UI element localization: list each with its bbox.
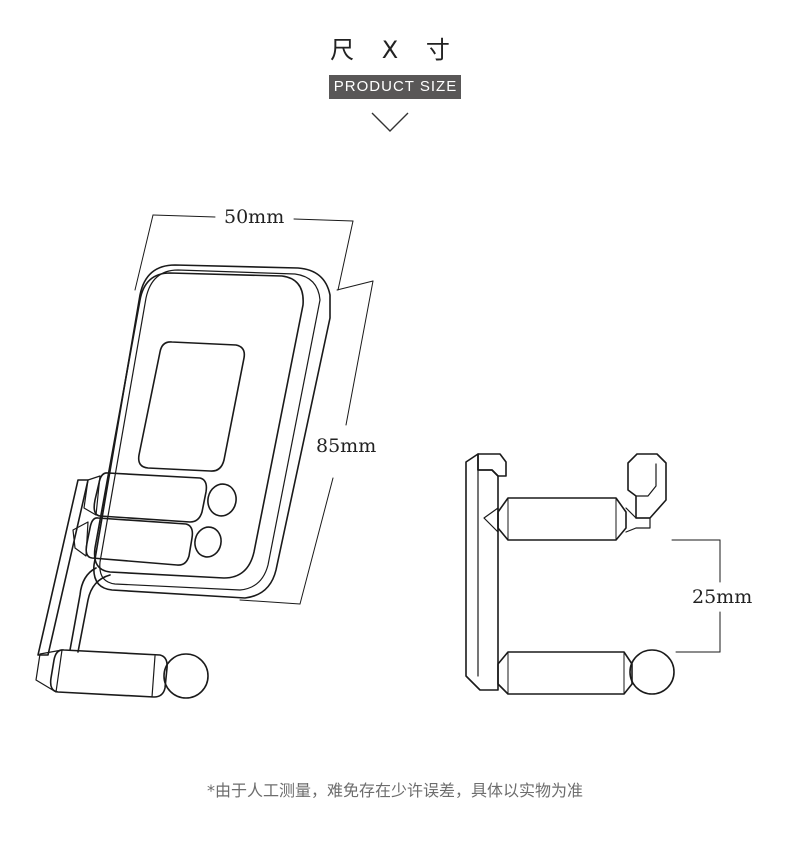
bottom-roller-end xyxy=(35,649,63,693)
side-lower-roller xyxy=(497,651,633,695)
section-subtitle-badge: PRODUCT SIZE xyxy=(328,75,462,99)
measurement-footnote: *由于人工测量，难免存在少许误差，具体以实物为准 xyxy=(206,781,583,800)
height-ext-top xyxy=(336,280,374,291)
back-plate-outer xyxy=(93,264,331,599)
bottom-roller-joint xyxy=(151,655,156,698)
upper-roller-tip xyxy=(83,475,101,516)
width-ext-line-right xyxy=(337,220,354,291)
width-dim-line-right xyxy=(293,218,354,222)
height-dim-upper xyxy=(345,280,374,426)
frame-wire xyxy=(69,567,97,651)
height-dim-lower xyxy=(299,477,334,605)
side-upper-roller-tip xyxy=(483,507,499,533)
section-title: 尺 X 寸 xyxy=(330,36,460,64)
frame-wire-inner xyxy=(77,574,111,653)
height-ext-bottom xyxy=(239,599,301,605)
side-view xyxy=(465,453,721,695)
chevron-down-icon xyxy=(371,112,409,132)
bottom-roller-knob xyxy=(163,653,209,699)
width-ext-line-left xyxy=(134,214,154,291)
gap-dimension-label: 25mm xyxy=(692,586,753,608)
front-face xyxy=(93,272,304,579)
upper-roller-cap xyxy=(207,483,237,517)
side-top-right-bracket xyxy=(627,453,667,519)
lower-roller-cap xyxy=(194,526,222,558)
width-dimension-label: 50mm xyxy=(224,206,285,228)
side-arm xyxy=(37,479,89,656)
subtitle-wrap: PRODUCT SIZE xyxy=(0,75,790,99)
back-plate-edge xyxy=(99,269,321,591)
side-lower-roller-knob xyxy=(629,649,675,695)
bottom-roller xyxy=(49,649,168,698)
side-left-frame xyxy=(465,453,499,691)
side-bracket-inner xyxy=(635,463,657,497)
width-dim-line-left xyxy=(152,214,216,218)
side-upper-roller-joint xyxy=(625,507,651,533)
perspective-view xyxy=(35,214,374,699)
side-top-left-cap xyxy=(477,453,507,477)
height-dimension-label: 85mm xyxy=(316,435,377,457)
side-upper-roller xyxy=(497,497,627,541)
lower-roller xyxy=(85,517,194,566)
adhesive-pad xyxy=(137,341,246,472)
